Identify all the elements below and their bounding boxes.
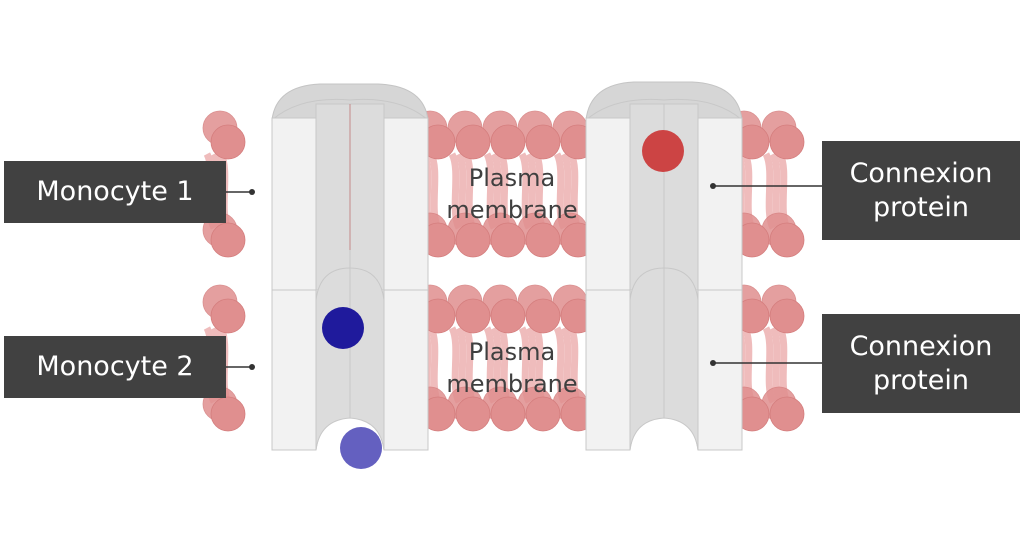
light-blue-molecule — [340, 427, 382, 469]
lipid-head — [769, 298, 805, 334]
label-connexion-protein-top: Connexion protein — [822, 141, 1020, 240]
connexin-subunit-right-a — [585, 117, 631, 291]
lipid-head — [769, 124, 805, 160]
lipid-bilayer-bottom-right — [726, 284, 805, 432]
label-connexion-top-line2: protein — [873, 191, 969, 223]
plasma-membrane-bottom-line2: membrane — [446, 370, 578, 398]
connexin-subunit-left-a — [271, 117, 317, 291]
connexon-cap-left — [271, 83, 429, 121]
lipid-head — [769, 222, 805, 258]
connexin-subunit-right-d — [697, 117, 743, 291]
plasma-membrane-bottom-line1: Plasma — [468, 338, 556, 366]
lipid-bilayer-top-left — [202, 110, 246, 258]
lipid-head — [525, 298, 561, 334]
connexin-subunit-left-c — [349, 103, 385, 291]
plasma-membrane-top — [202, 110, 805, 258]
lipid-head — [210, 124, 246, 160]
connexin-subunit-left-d — [383, 117, 429, 291]
lipid-head — [769, 396, 805, 432]
lipid-bilayer-top-right — [726, 110, 805, 258]
lipid-head — [455, 124, 491, 160]
plasma-membrane-top-line2: membrane — [446, 196, 578, 224]
lipid-head — [210, 222, 246, 258]
label-connexion-protein-bottom: Connexion protein — [822, 314, 1020, 413]
pointer-lines — [226, 183, 822, 370]
blue-molecule — [322, 307, 364, 349]
label-monocyte-2-text: Monocyte 2 — [36, 351, 194, 382]
lipid-head — [455, 396, 491, 432]
plasma-membrane-top-line1: Plasma — [468, 164, 556, 192]
plasma-membrane-bottom-label: Plasma membrane — [432, 336, 592, 400]
lipid-head — [525, 396, 561, 432]
plasma-membrane-top-label: Plasma membrane — [432, 162, 592, 226]
lipid-head — [525, 222, 561, 258]
lipid-head — [210, 396, 246, 432]
lipid-head — [525, 124, 561, 160]
lipid-head — [210, 298, 246, 334]
lipid-head — [490, 396, 526, 432]
label-connexion-top-line1: Connexion — [849, 157, 993, 189]
label-connexion-bottom-line2: protein — [873, 364, 969, 396]
label-connexion-bottom-line1: Connexion — [849, 330, 993, 362]
label-monocyte-1: Monocyte 1 — [4, 161, 226, 223]
lipid-head — [490, 298, 526, 334]
connexon-channel-left — [271, 83, 429, 451]
label-monocyte-1-text: Monocyte 1 — [36, 176, 194, 207]
lipid-head — [490, 124, 526, 160]
red-molecule — [642, 130, 684, 172]
connexin-subunit-left-b — [315, 103, 351, 291]
lipid-head — [455, 298, 491, 334]
label-monocyte-2: Monocyte 2 — [4, 336, 226, 398]
connexon-cap-right — [585, 81, 743, 121]
lipid-head — [455, 222, 491, 258]
lipid-head — [490, 222, 526, 258]
